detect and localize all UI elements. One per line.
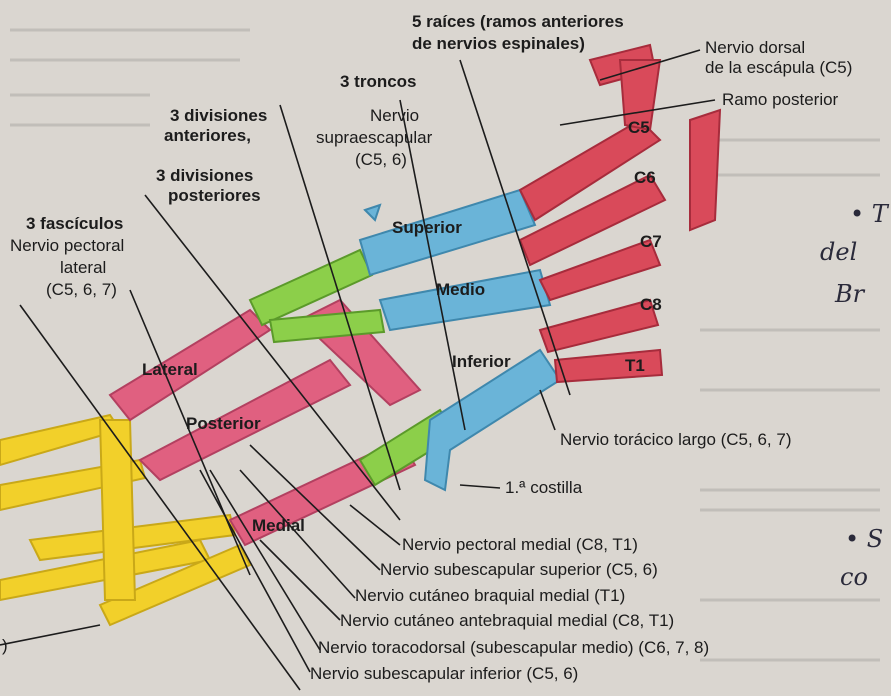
cord-medial-label: Medial — [252, 516, 305, 536]
root-t1-label: T1 — [625, 356, 645, 376]
roots-group — [520, 45, 720, 382]
handwritten-note-1c: Br — [835, 280, 864, 308]
root-c6-label: C6 — [634, 168, 656, 188]
handwritten-note-2a: • S — [845, 525, 883, 553]
divisions-title-1: 3 divisiones — [170, 106, 267, 126]
suprascapular-label-3: (C5, 6) — [355, 150, 407, 170]
cord-posterior-label: Posterior — [186, 414, 261, 434]
first-rib-label: 1.ª costilla — [505, 478, 582, 498]
root-c8-label: C8 — [640, 295, 662, 315]
handwritten-note-1b: del — [820, 238, 857, 266]
root-c7-label: C7 — [640, 232, 662, 252]
cords-group — [110, 300, 420, 545]
handwritten-note-2b: co — [840, 563, 868, 591]
trunk-medio-label: Medio — [436, 280, 485, 300]
suprascapular-label-2: supraescapular — [316, 128, 432, 148]
trunk-superior-label: Superior — [392, 218, 462, 238]
divisions-title-2: anteriores, — [164, 126, 251, 146]
cords-title: 3 fascículos — [26, 214, 123, 234]
left-paren-label: ) — [2, 636, 8, 656]
roots-title-2: de nervios espinales) — [412, 34, 585, 54]
lateral-pectoral-label-3: (C5, 6, 7) — [46, 280, 117, 300]
trunk-inferior-label: Inferior — [452, 352, 511, 372]
medial-pectoral-label: Nervio pectoral medial (C8, T1) — [402, 535, 638, 555]
divisions-title-4: posteriores — [168, 186, 261, 206]
thoracodorsal-label: Nervio toracodorsal (subescapular medio)… — [318, 638, 709, 658]
long-thoracic-label: Nervio torácico largo (C5, 6, 7) — [560, 430, 791, 450]
root-c5-label: C5 — [628, 118, 650, 138]
lateral-pectoral-label-1: Nervio pectoral — [10, 236, 124, 256]
dorsal-scapular-label-1: Nervio dorsal — [705, 38, 805, 58]
medial-antebrachial-cutaneous-label: Nervio cutáneo antebraquial medial (C8, … — [340, 611, 674, 631]
lower-subscapular-label: Nervio subescapular inferior (C5, 6) — [310, 664, 578, 684]
handwritten-note-1a: • T — [850, 200, 888, 228]
medial-brachial-cutaneous-label: Nervio cutáneo braquial medial (T1) — [355, 586, 625, 606]
cord-lateral-label: Lateral — [142, 360, 198, 380]
dorsal-scapular-label-2: de la escápula (C5) — [705, 58, 852, 78]
suprascapular-label-1: Nervio — [370, 106, 419, 126]
roots-title: 5 raíces (ramos anteriores — [412, 12, 624, 32]
upper-subscapular-label: Nervio subescapular superior (C5, 6) — [380, 560, 658, 580]
divisions-title-3: 3 divisiones — [156, 166, 253, 186]
trunks-title: 3 troncos — [340, 72, 417, 92]
posterior-branch-label: Ramo posterior — [722, 90, 838, 110]
lateral-pectoral-label-2: lateral — [60, 258, 106, 278]
